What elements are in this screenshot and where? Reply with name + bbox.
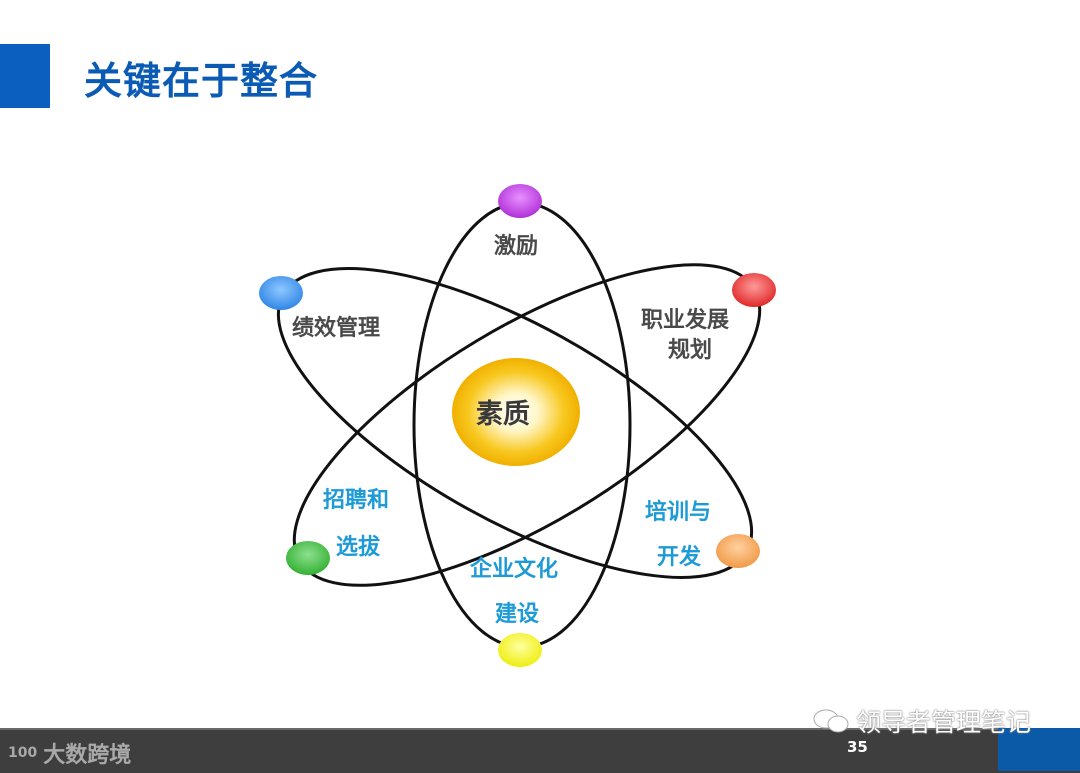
- node-training-label-line1: 培训与: [645, 500, 712, 525]
- node-training-label-line2: 开发: [657, 545, 702, 570]
- node-culture-dot: [498, 633, 542, 667]
- node-recruitment-label-line1: 招聘和: [323, 488, 390, 513]
- node-recruitment-label-line2: 选拔: [336, 535, 381, 560]
- page-number: 35: [847, 738, 868, 756]
- node-performance-dot: [259, 276, 303, 310]
- slide-title: 关键在于整合: [84, 59, 319, 103]
- node-career-label-line1: 职业发展: [641, 308, 730, 333]
- node-recruitment-dot: [286, 541, 330, 575]
- footer-logo: 100 大数跨境: [8, 737, 131, 769]
- node-training-dot: [716, 534, 760, 568]
- node-motivation-dot: [498, 184, 542, 218]
- center-label: 素质: [476, 399, 530, 430]
- node-culture-label-line1: 企业文化: [470, 557, 559, 582]
- wechat-icon: [813, 709, 849, 733]
- watermark: 领导者管理笔记: [812, 703, 1031, 739]
- footer-bar: [0, 728, 1080, 773]
- title-accent-bar: [0, 44, 50, 108]
- center-sun: [452, 358, 580, 466]
- node-career-label-line2: 规划: [668, 338, 713, 363]
- node-motivation-label: 激励: [494, 234, 539, 259]
- watermark-text: 领导者管理笔记: [856, 708, 1032, 737]
- logo-mark-icon: 100: [8, 745, 38, 761]
- node-performance-label: 绩效管理: [292, 316, 381, 341]
- node-culture-label-line2: 建设: [495, 602, 540, 627]
- logo-text: 大数跨境: [43, 743, 132, 768]
- node-career-dot: [732, 273, 776, 307]
- footer-accent: [998, 728, 1080, 771]
